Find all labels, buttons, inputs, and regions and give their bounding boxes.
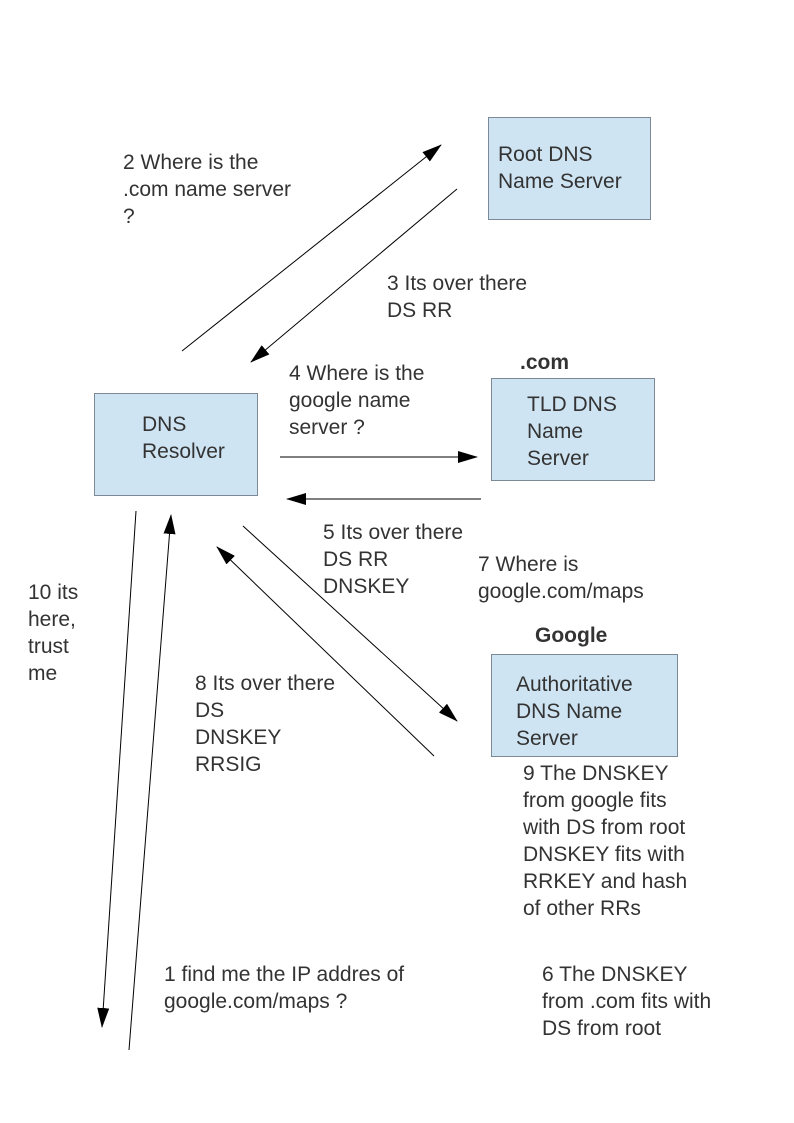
tld-dns-server-box: TLD DNS Name Server bbox=[491, 378, 655, 481]
arrow-step3 bbox=[250, 188, 458, 363]
arrow-step2 bbox=[181, 144, 442, 352]
step-1-label: 1 find me the IP addres of google.com/ma… bbox=[164, 963, 405, 1013]
step-3-label: 3 Its over there DS RR bbox=[387, 272, 528, 322]
arrow-step8 bbox=[216, 546, 435, 757]
resolver-label-line1: DNS bbox=[142, 413, 187, 436]
arrow-step7 bbox=[242, 525, 458, 722]
step-7-label: 7 Where is google.com/maps bbox=[478, 553, 644, 603]
step-9-label: 9 The DNSKEY from google fits with DS fr… bbox=[523, 762, 688, 920]
root-dns-label-line1: Root DNS bbox=[498, 143, 593, 166]
dns-resolver-box: DNS Resolver bbox=[94, 393, 258, 496]
auth-heading: Google bbox=[535, 624, 608, 647]
authoritative-dns-server-box: Authoritative DNS Name Server bbox=[491, 654, 678, 757]
arrow-step1 bbox=[128, 514, 176, 1051]
step-8-label: 8 Its over there DS DNSKEY RRSIG bbox=[195, 672, 336, 776]
tld-heading: .com bbox=[520, 351, 570, 374]
root-dns-server-box: Root DNS Name Server bbox=[488, 117, 651, 220]
arrow-step10 bbox=[97, 510, 137, 1028]
step-4-label: 4 Where is the google name server ? bbox=[289, 362, 425, 439]
auth-label-line1: Authoritative bbox=[516, 673, 633, 696]
root-dns-label-line2: Name Server bbox=[498, 170, 622, 193]
auth-label-line3: Server bbox=[516, 727, 578, 750]
step-5-label: 5 Its over there DS RR DNSKEY bbox=[323, 521, 464, 598]
step-2-label: 2 Where is the .com name server ? bbox=[123, 151, 292, 228]
tld-label-line2: Name bbox=[527, 420, 584, 443]
step-6-label: 6 The DNSKEY from .com fits with DS from… bbox=[542, 963, 712, 1040]
tld-label-line1: TLD DNS bbox=[527, 393, 617, 416]
auth-label-line2: DNS Name bbox=[516, 700, 623, 723]
step-10-label: 10 its here, trust me bbox=[28, 581, 79, 685]
tld-label-line3: Server bbox=[527, 447, 589, 470]
resolver-label-line2: Resolver bbox=[142, 440, 225, 463]
